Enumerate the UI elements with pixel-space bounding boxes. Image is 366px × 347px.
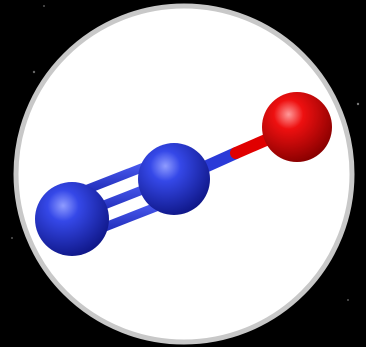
nitrogen-atom-central <box>138 143 210 215</box>
nitrogen-atom-terminal <box>35 182 109 256</box>
background-stars <box>11 5 360 301</box>
oxygen-atom <box>262 92 332 162</box>
